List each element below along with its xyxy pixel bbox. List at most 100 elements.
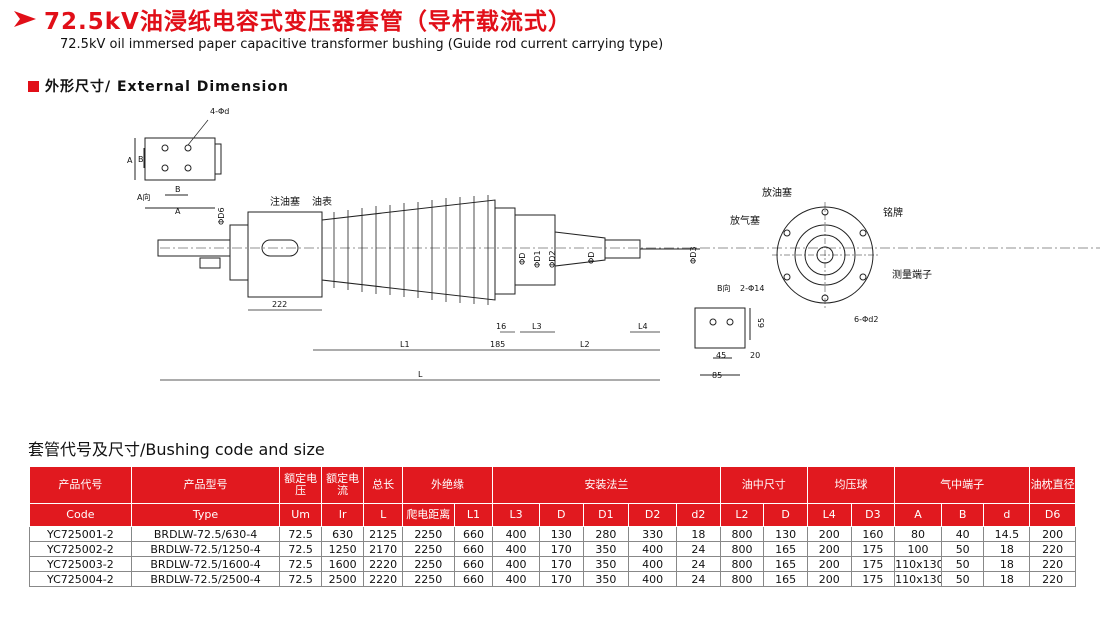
- table-cell: 72.5: [279, 571, 322, 587]
- label-20: 20: [750, 351, 760, 360]
- header-conservator-diameter: 油枕直径: [1029, 466, 1076, 504]
- dimension-drawing: 4-Φd A B A向 B A ΦD6 注油塞 油表 222 L1 185 L2…: [127, 107, 1100, 381]
- table-cell: 175: [850, 571, 896, 587]
- table-cell: 80: [894, 526, 942, 542]
- table-cell: 200: [806, 541, 852, 557]
- table-cell: 110x130: [894, 556, 942, 572]
- sub-header-cell: Ir: [320, 503, 365, 527]
- sub-header-cell: D3: [850, 503, 896, 527]
- table-cell: 220: [1029, 541, 1076, 557]
- table-cell: 400: [492, 571, 540, 587]
- table-cell: BRDLW-72.5/1600-4: [130, 556, 281, 572]
- table-cell: 350: [582, 541, 630, 557]
- sub-header-cell: D1: [582, 503, 630, 527]
- table-cell: 2170: [363, 541, 403, 557]
- label-phi-d1: ΦD1: [533, 250, 542, 268]
- table-cell: 660: [453, 541, 494, 557]
- table-cell: 630: [320, 526, 365, 542]
- table-cell: 2250: [401, 541, 455, 557]
- table-cell: 72.5: [279, 526, 322, 542]
- table-cell: 400: [628, 571, 678, 587]
- sub-header-cell: d: [983, 503, 1031, 527]
- table-cell: 50: [940, 541, 985, 557]
- table-cell: 400: [492, 556, 540, 572]
- table-cell: 72.5: [279, 556, 322, 572]
- title-en: 72.5kV oil immersed paper capacitive tra…: [60, 37, 664, 52]
- label-2-phi-14: 2-Φ14: [740, 284, 764, 293]
- table-cell: 2250: [401, 526, 455, 542]
- label-b: B: [138, 155, 144, 164]
- arrow-right-icon: [14, 11, 36, 27]
- table-cell: 800: [719, 526, 765, 542]
- table-cell: 24: [676, 541, 721, 557]
- table-cell: 200: [1029, 526, 1076, 542]
- table-cell: 2220: [363, 571, 403, 587]
- label-oil-fill-plug: 注油塞: [270, 195, 300, 208]
- label-222: 222: [272, 300, 287, 309]
- table-cell: 170: [538, 556, 584, 572]
- label-a-view: A向: [137, 192, 150, 202]
- sub-header-cell: D: [538, 503, 584, 527]
- table-cell: 660: [453, 526, 494, 542]
- sub-header-cell: D6: [1029, 503, 1076, 527]
- table-cell: 40: [940, 526, 985, 542]
- table-cell: 170: [538, 571, 584, 587]
- table-cell: 50: [940, 571, 985, 587]
- table-cell: 1600: [320, 556, 365, 572]
- table-cell: 350: [582, 571, 630, 587]
- sub-header-cell: D2: [628, 503, 678, 527]
- table-cell: 200: [806, 571, 852, 587]
- header-total-length: 总长: [363, 466, 403, 504]
- table-cell: 2125: [363, 526, 403, 542]
- table-cell: BRDLW-72.5/1250-4: [130, 541, 281, 557]
- table-cell: YC725002-2: [29, 541, 132, 557]
- table-cell: 175: [850, 541, 896, 557]
- sub-header-row: Code Type Um Ir L 爬电距离 L1 L3 D D1 D2 d2 …: [29, 503, 1076, 527]
- label-vent-plug: 放气塞: [730, 214, 760, 227]
- sub-header-cell: d2: [676, 503, 721, 527]
- label-185: 185: [490, 340, 505, 349]
- table-cell: 800: [719, 541, 765, 557]
- table-cell: 165: [763, 556, 808, 572]
- table-cell: 220: [1029, 571, 1076, 587]
- table-cell: 400: [492, 541, 540, 557]
- table-cell: 50: [940, 556, 985, 572]
- table-cell: 100: [894, 541, 942, 557]
- table-cell: 660: [453, 556, 494, 572]
- sub-header-cell: L3: [492, 503, 540, 527]
- table-cell: YC725003-2: [29, 556, 132, 572]
- table-cell: 165: [763, 541, 808, 557]
- table-cell: 400: [492, 526, 540, 542]
- table-cell: 18: [983, 556, 1031, 572]
- sub-header-cell: L2: [719, 503, 765, 527]
- table-cell: 2220: [363, 556, 403, 572]
- table-cell: 330: [628, 526, 678, 542]
- table-cell: 24: [676, 571, 721, 587]
- header-mounting-flange: 安装法兰: [492, 466, 721, 504]
- table-cell: 175: [850, 556, 896, 572]
- label-a: A: [127, 156, 133, 165]
- header-rated-voltage: 额定电压: [279, 466, 322, 504]
- bushing-body: [157, 195, 1100, 305]
- label-nameplate: 铭牌: [883, 206, 903, 219]
- flange-front-view: [772, 202, 878, 308]
- table-cell: YC725004-2: [29, 571, 132, 587]
- table-cell: 160: [850, 526, 896, 542]
- sub-header-cell: Type: [130, 503, 281, 527]
- table-cell: 24: [676, 556, 721, 572]
- label-4-phi-d: 4-Φd: [210, 107, 229, 116]
- dimension-lines: [160, 309, 660, 381]
- label-16: 16: [496, 322, 506, 331]
- label-45: 45: [716, 351, 726, 360]
- label-phi-d-tail: ΦD: [587, 252, 596, 264]
- table-cell: 800: [719, 571, 765, 587]
- label-l3: L3: [532, 322, 542, 331]
- label-l1: L1: [400, 340, 410, 349]
- table-cell: 800: [719, 556, 765, 572]
- sub-header-cell: B: [940, 503, 985, 527]
- table-cell: 660: [453, 571, 494, 587]
